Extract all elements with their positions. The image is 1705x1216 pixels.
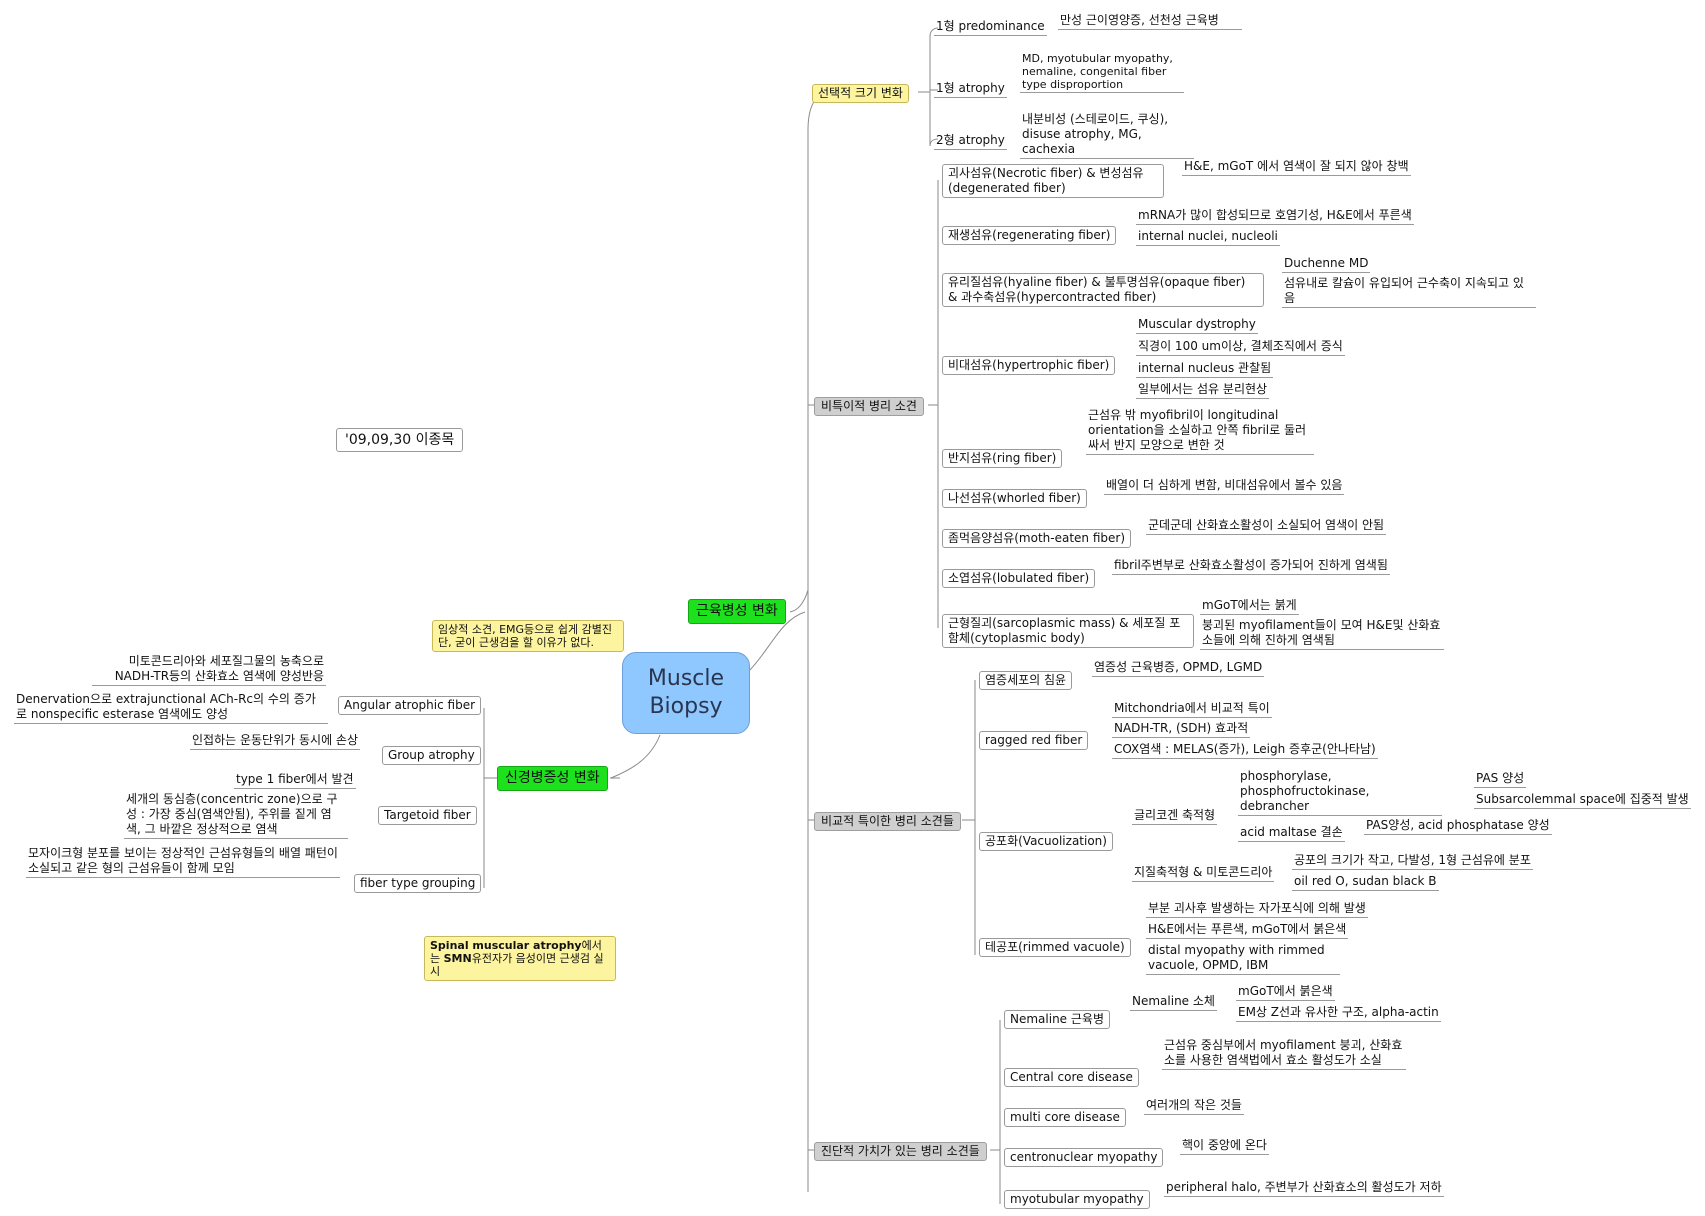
author-note[interactable]: '09,09,30 이종목 [336, 428, 464, 452]
node-central-core[interactable]: Central core disease [1004, 1068, 1139, 1087]
branch-myopathic[interactable]: 근육병성 변화 [688, 599, 786, 624]
node-targetoid[interactable]: Targetoid fiber [378, 806, 477, 825]
detail-multi-core: 여러개의 작은 것들 [1144, 1098, 1244, 1115]
detail-type1-predominance: 만성 근이영양증, 선천성 근육병 [1058, 13, 1242, 30]
detail-rrf-3: COX염색 : MELAS(증가), Leigh 증후군(안나타남) [1112, 742, 1378, 759]
node-nemaline[interactable]: Nemaline 근육병 [1004, 1010, 1110, 1029]
detail-rrf-2: NADH-TR, (SDH) 효과적 [1112, 721, 1251, 738]
node-whorled[interactable]: 나선섬유(whorled fiber) [942, 489, 1087, 508]
detail-targetoid-2: 세개의 동심층(concentric zone)으로 구성 : 가장 중심(염색… [124, 792, 348, 839]
detail-hyper-1: Muscular dystrophy [1136, 317, 1258, 334]
detail-ring: 근섬유 밖 myofibril이 longitudinal orientatio… [1086, 408, 1314, 455]
detail-hyper-4: 일부에서는 섬유 분리현상 [1136, 382, 1270, 399]
node-inflammation[interactable]: 염증세포의 침윤 [979, 671, 1073, 690]
detail-regen-1: mRNA가 많이 합성되므로 호염기성, H&E에서 푸른색 [1136, 208, 1414, 225]
node-type2-atrophy[interactable]: 2형 atrophy [934, 133, 1007, 150]
callout-sma-term: Spinal muscular atrophy [430, 939, 582, 952]
detail-myotubular: peripheral halo, 주변부가 산화효소의 활성도가 저하 [1164, 1180, 1444, 1197]
detail-whorled: 배열이 더 심하게 변함, 비대섬유에서 볼수 있음 [1104, 478, 1345, 495]
callout-sma: Spinal muscular atrophy에서는 SMN유전자가 음성이면 … [424, 936, 616, 981]
node-hyaline[interactable]: 유리질섬유(hyaline fiber) & 불투명섬유(opaque fibe… [942, 273, 1264, 307]
node-nemaline-body[interactable]: Nemaline 소체 [1130, 994, 1217, 1011]
detail-acid-phosphatase: PAS양성, acid phosphatase 양성 [1364, 818, 1552, 835]
detail-hyaline-1: Duchenne MD [1282, 256, 1371, 273]
node-centronuclear[interactable]: centronuclear myopathy [1004, 1148, 1164, 1167]
detail-fiber-type-grouping: 모자이크형 분포를 보이는 정상적인 근섬유형들의 배열 패턴이 소실되고 같은… [26, 846, 340, 878]
node-hypertrophic[interactable]: 비대섬유(hypertrophic fiber) [942, 356, 1116, 375]
detail-glycogen-enzymes: phosphorylase, phosphofructokinase, debr… [1238, 769, 1442, 816]
node-group-atrophy[interactable]: Group atrophy [382, 746, 481, 765]
detail-type2-atrophy: 내분비성 (스테로이드, 쿠싱), disuse atrophy, MG, ca… [1020, 112, 1194, 159]
detail-sarco-1: mGoT에서는 붉게 [1200, 598, 1299, 615]
detail-hyaline-2: 섬유내로 칼슘이 유입되어 근수축이 지속되고 있음 [1282, 276, 1536, 308]
detail-angular-2: Denervation으로 extrajunctional ACh-Rc의 수의… [14, 692, 328, 724]
detail-angular-1: 미토콘드리아와 세포질그물의 농축으로 NADH-TR등의 산화효소 염색에 양… [92, 654, 326, 686]
detail-lipid-2: oil red O, sudan black B [1292, 874, 1439, 891]
node-type1-atrophy[interactable]: 1형 atrophy [934, 81, 1007, 98]
node-necrotic[interactable]: 괴사섬유(Necrotic fiber) & 변성섬유 (degenerated… [942, 164, 1164, 198]
node-multi-core[interactable]: multi core disease [1004, 1108, 1126, 1127]
branch-neurogenic[interactable]: 신경병증성 변화 [497, 766, 608, 791]
detail-acid-maltase: acid maltase 결손 [1238, 825, 1345, 842]
node-lipid[interactable]: 지질축적형 & 미토콘드리아 [1132, 865, 1275, 882]
detail-rimmed-2: H&E에서는 푸른색, mGoT에서 붉은색 [1146, 922, 1349, 939]
detail-regen-2: internal nuclei, nucleoli [1136, 229, 1280, 246]
detail-nemaline-2: EM상 Z선과 유사한 구조, alpha-actin [1236, 1005, 1441, 1022]
node-specific[interactable]: 비교적 특이한 병리 소견들 [814, 812, 961, 831]
node-fiber-type-grouping[interactable]: fiber type grouping [354, 874, 482, 893]
detail-inflammation: 염증성 근육병증, OPMD, LGMD [1092, 660, 1265, 677]
detail-hyper-3: internal nucleus 관찰됨 [1136, 361, 1274, 378]
node-ring[interactable]: 반지섬유(ring fiber) [942, 449, 1063, 468]
callout-sma-text1: 에서는 [430, 939, 602, 965]
detail-nemaline-1: mGoT에서 붉은색 [1236, 984, 1335, 1001]
node-vacuolization[interactable]: 공포화(Vacuolization) [979, 832, 1113, 851]
detail-sarco-2: 붕괴된 myofilament들이 모여 H&E및 산화효소들에 의해 진하게 … [1200, 618, 1444, 650]
detail-rimmed-1: 부분 괴사후 발생하는 자가포식에 의해 발생 [1146, 901, 1368, 918]
node-moth-eaten[interactable]: 좀먹음양섬유(moth-eaten fiber) [942, 529, 1132, 548]
node-regenerating[interactable]: 재생섬유(regenerating fiber) [942, 226, 1117, 245]
central-topic[interactable]: Muscle Biopsy [622, 652, 750, 734]
node-lobulated[interactable]: 소엽섬유(lobulated fiber) [942, 569, 1096, 588]
callout-sma-gene: SMN [443, 952, 472, 965]
detail-lipid-1: 공포의 크기가 작고, 다발성, 1형 근섬유에 분포 [1292, 853, 1533, 870]
detail-pas-positive: PAS 양성 [1474, 771, 1527, 788]
node-selective[interactable]: 선택적 크기 변화 [812, 84, 909, 103]
node-nonspecific[interactable]: 비특이적 병리 소견 [814, 397, 924, 416]
detail-lobulated: fibril주변부로 산화효소활성이 증가되어 진하게 염색됨 [1112, 558, 1390, 575]
callout-sma-text2: 유전자가 음성이면 근생검 실시 [430, 952, 604, 978]
detail-rrf-1: Mitchondria에서 비교적 특이 [1112, 701, 1272, 718]
node-type1-predominance[interactable]: 1형 predominance [934, 19, 1047, 36]
node-rimmed-vacuole[interactable]: 테공포(rimmed vacuole) [979, 938, 1131, 957]
callout-clinical: 임상적 소견, EMG등으로 쉽게 감별진단, 굳이 근생검을 할 이유가 없다… [432, 620, 624, 652]
detail-moth-eaten: 군데군데 산화효소활성이 소실되어 염색이 안됨 [1146, 518, 1387, 535]
node-myotubular[interactable]: myotubular myopathy [1004, 1190, 1150, 1209]
detail-hyper-2: 직경이 100 um이상, 결체조직에서 증식 [1136, 339, 1345, 356]
node-ragged-red[interactable]: ragged red fiber [979, 731, 1089, 750]
detail-subsarcolemmal: Subsarcolemmal space에 집중적 발생 [1474, 792, 1691, 809]
detail-group-atrophy: 인접하는 운동단위가 동시에 손상 [190, 733, 361, 750]
detail-centronuclear: 핵이 중앙에 온다 [1180, 1138, 1269, 1155]
node-glycogen[interactable]: 글리코겐 축적형 [1132, 808, 1218, 825]
node-diagnostic[interactable]: 진단적 가치가 있는 병리 소견들 [814, 1142, 987, 1161]
node-angular[interactable]: Angular atrophic fiber [338, 696, 482, 715]
detail-necrotic: H&E, mGoT 에서 염색이 잘 되지 않아 창백 [1182, 159, 1411, 176]
node-sarcoplasmic[interactable]: 근형질괴(sarcoplasmic mass) & 세포질 포함체(cytopl… [942, 614, 1194, 648]
detail-central-core: 근섬유 중심부에서 myofilament 붕괴, 산화효소를 사용한 염색법에… [1162, 1038, 1406, 1070]
detail-type1-atrophy: MD, myotubular myopathy, nemaline, conge… [1020, 52, 1184, 93]
detail-rimmed-3: distal myopathy with rimmed vacuole, OPM… [1146, 943, 1340, 975]
detail-targetoid-1: type 1 fiber에서 발견 [234, 772, 356, 789]
